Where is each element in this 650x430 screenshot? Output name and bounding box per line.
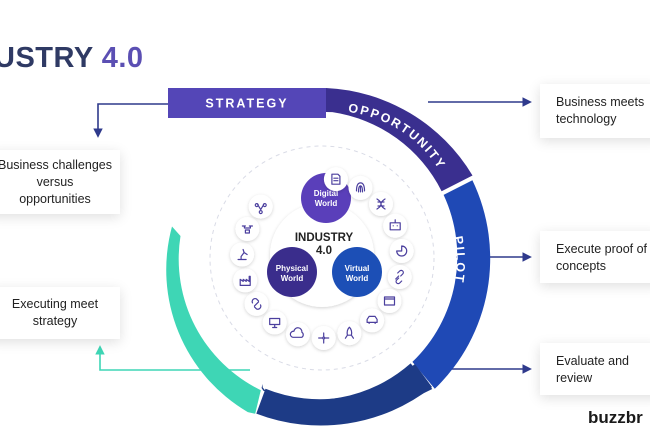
link-chain-icon [244, 291, 269, 316]
factory-icon [233, 268, 258, 293]
digital-world-line1: Digital [314, 189, 338, 198]
virtual-world-line2: World [346, 274, 369, 283]
callout-business-meets-technology-text: Business meets technology [556, 95, 645, 126]
page-title-main: USTRY [0, 42, 102, 74]
fingerprint-icon [348, 175, 373, 200]
band-strategy [168, 88, 326, 118]
callout-executing-meet-strategy: Executing meet strategy [0, 287, 120, 339]
center-title-line1: INDUSTRY [295, 232, 354, 244]
callout-evaluate-and-review: Evaluate and review [540, 343, 650, 395]
callout-evaluate-and-review-text: Evaluate and review [556, 354, 629, 385]
document-icon [323, 167, 348, 192]
callout-execute-proof-of-concepts-text: Execute proof of concepts [556, 242, 648, 273]
rocket-icon [337, 321, 362, 346]
technology-icon-ring [230, 167, 414, 350]
connector-strategy [93, 103, 168, 138]
drone-icon [235, 217, 260, 241]
physical-world-line1: Physical [276, 264, 308, 273]
brand-watermark: buzzbr [588, 408, 643, 427]
band-pilot [412, 180, 491, 389]
dna-icon [369, 192, 393, 216]
virtual-world-line1: Virtual [345, 264, 370, 273]
virtual-world-circle: Virtual World [332, 247, 382, 297]
center-title-line2: 4.0 [316, 245, 332, 257]
band-learn-main [256, 364, 432, 426]
network-icon [311, 326, 336, 350]
molecule-icon [248, 194, 273, 219]
callout-execute-proof-of-concepts: Execute proof of concepts [540, 231, 650, 283]
car-icon [360, 308, 385, 333]
page-title-accent: 4.0 [101, 42, 144, 74]
robot-icon [383, 213, 408, 238]
digital-world-line2: World [315, 199, 338, 208]
band-adapt [166, 226, 261, 414]
browser-window-icon [377, 289, 402, 313]
callout-business-challenges-text: Business challenges versus opportunities [0, 157, 112, 206]
stage-label-adapt: ADAPT [202, 288, 239, 340]
callout-business-meets-technology: Business meets technology [540, 84, 650, 138]
pie-chart-icon [389, 239, 414, 263]
callout-executing-meet-strategy-text: Executing meet strategy [11, 297, 99, 328]
stage-label-learn: LEARN [318, 378, 372, 395]
page-title: USTRY 4.0 [0, 42, 144, 75]
stage-label-strategy: STRATEGY [205, 97, 288, 111]
cloud-icon [285, 322, 310, 347]
band-opportunity [326, 88, 473, 192]
stage-label-pilot: PILOT [451, 235, 468, 285]
connector-adapt [95, 345, 250, 371]
robot-arm-icon [230, 242, 255, 267]
callout-business-challenges: Business challenges versus opportunities [0, 150, 120, 214]
link-icon [387, 265, 412, 289]
screen-icon [262, 310, 287, 335]
physical-world-line2: World [281, 274, 304, 283]
dashed-guide-ring [209, 145, 435, 371]
physical-world-circle: Physical World [267, 247, 317, 297]
